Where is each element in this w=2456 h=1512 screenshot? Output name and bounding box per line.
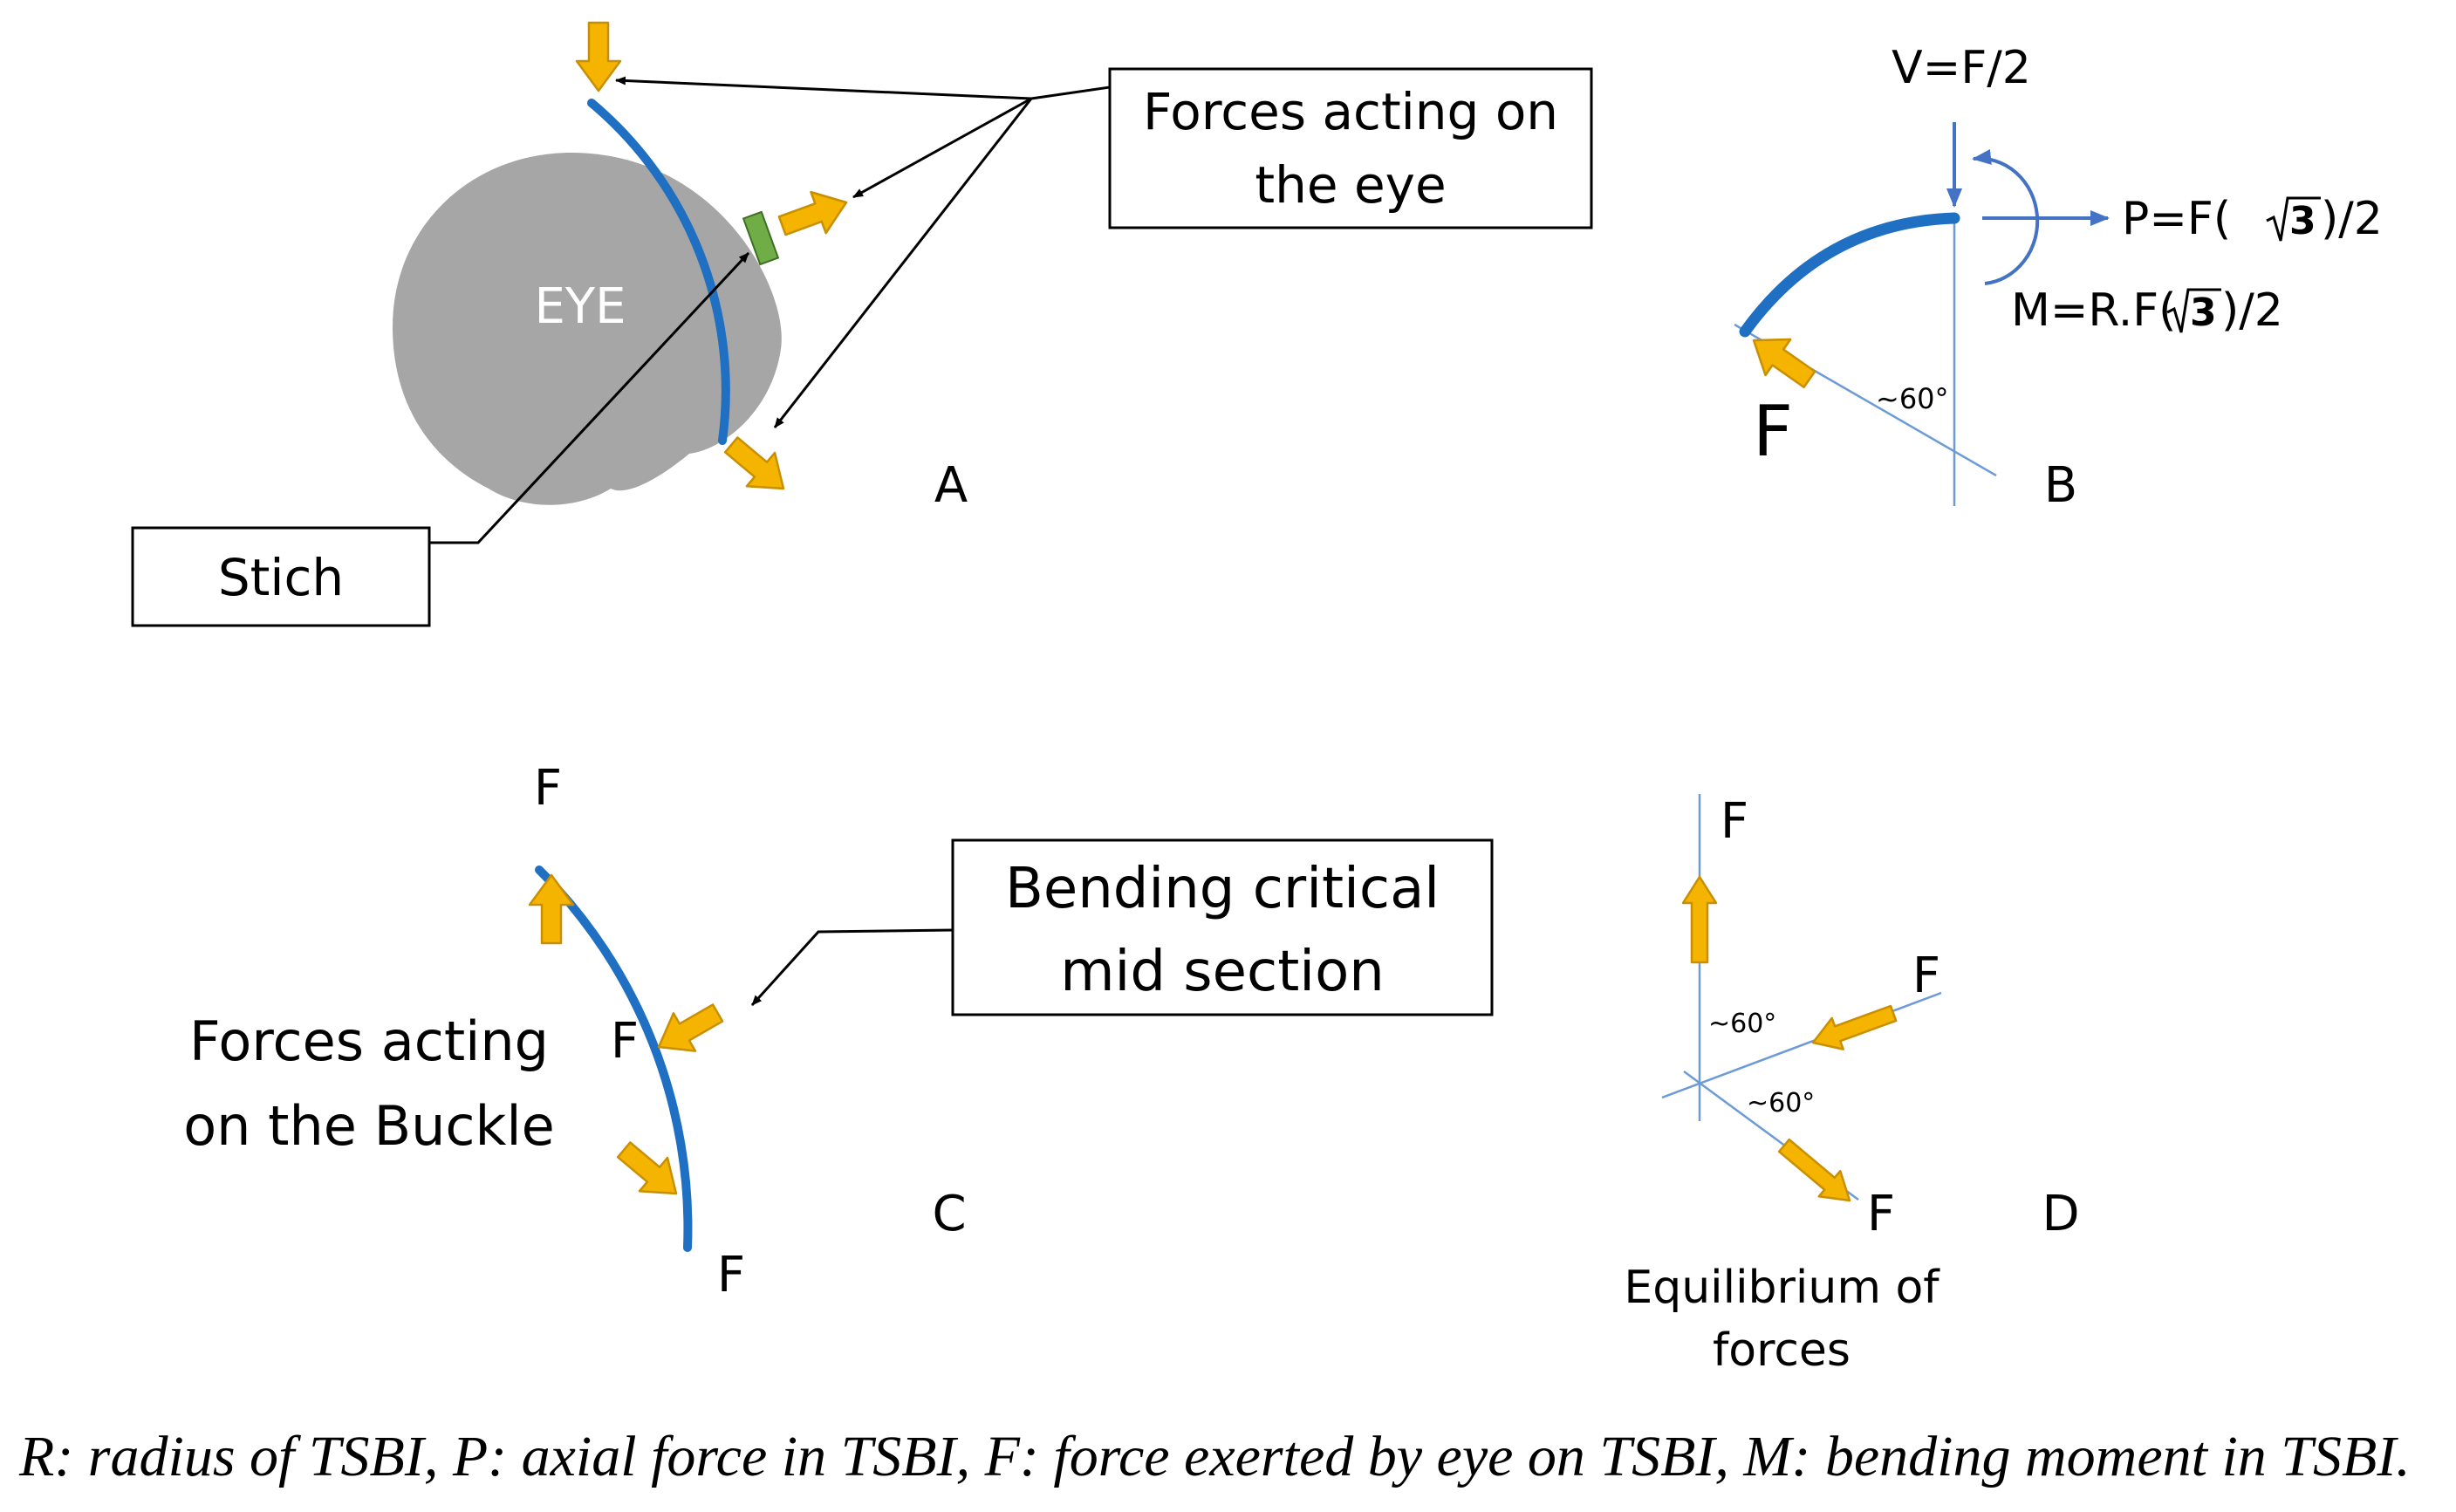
force-label-right-d: F — [1912, 948, 1940, 1004]
force-arrow-bottom-d — [1772, 1132, 1862, 1214]
panel-c: F F F Bending critical mid section Force… — [183, 760, 1494, 1303]
force-arrow-b — [1740, 321, 1823, 399]
callout-bending-box — [951, 838, 1494, 1016]
panel-d: F F F ~60° ~60° Equilibrium of forces D — [1624, 793, 2079, 1377]
forces-text-line2: on the Buckle — [183, 1094, 555, 1158]
guide-diagonal-up-d — [1661, 991, 1942, 1099]
p-label-post: )/2 — [2321, 193, 2383, 245]
force-label-top-c: F — [534, 760, 562, 817]
callout-forces-box — [1108, 67, 1593, 229]
leader-arrow-mid — [852, 97, 1032, 199]
stitch-leader — [429, 251, 750, 544]
panel-letter-b: B — [2044, 457, 2077, 514]
angle-label-b: ~60° — [1876, 382, 1949, 415]
eye-shape — [393, 153, 782, 505]
angle-label-2-d: ~60° — [1747, 1088, 1815, 1119]
figure-caption: R: radius of TSBI, P: axial force in TSB… — [19, 1425, 2411, 1488]
eye-label: EYE — [535, 278, 626, 335]
p-label: P=F( 3 )/2 — [2122, 193, 2383, 245]
panel-letter-a: A — [934, 457, 968, 514]
force-arrow-top-c — [528, 873, 575, 945]
p-sqrt-sign — [2266, 196, 2321, 242]
force-arrow-top-a — [575, 21, 622, 92]
force-arrow-right-d — [1806, 996, 1900, 1060]
force-label-bottom-d: F — [1867, 1186, 1895, 1242]
force-arrow-top-d — [1681, 875, 1718, 964]
p-label-pre: P=F( — [2122, 193, 2231, 245]
buckle-arc-b — [1739, 212, 1960, 338]
callout-stitch-label: Stich — [218, 548, 344, 607]
force-arrow-bottom-a — [715, 427, 799, 507]
callout-leader — [1030, 86, 1111, 100]
moment-arrow — [1972, 148, 2040, 285]
callout-stitch-box — [131, 526, 431, 627]
force-label-top-d: F — [1721, 793, 1748, 850]
stitch-marker — [742, 210, 780, 266]
forces-text-line1: Forces acting — [189, 1009, 549, 1073]
callout-forces-line2: the eye — [1255, 155, 1446, 215]
buckle-arc-c — [535, 865, 693, 1252]
equilibrium-caption-line1: Equilibrium of — [1624, 1262, 1940, 1314]
bending-leader — [750, 928, 954, 1007]
panel-a: EYE Forces acting on the eye Stich A — [131, 21, 1593, 627]
panel-letter-c: C — [932, 1186, 966, 1242]
force-arrow-mid-a — [773, 181, 855, 248]
p-sqrt-radicand: 3 — [2289, 199, 2316, 243]
callout-bending-line1: Bending critical — [1005, 857, 1440, 921]
callout-forces-line1: Forces acting on — [1143, 82, 1558, 141]
panel-b: V=F/2 P=F( 3 )/2 M=R.F( 3 )/2 ~60° F B — [1734, 42, 2383, 514]
callout-bending-line2: mid section — [1060, 940, 1385, 1004]
force-label-b: F — [1753, 391, 1793, 472]
buckle-arc-a — [587, 99, 730, 445]
angle-label-1-d: ~60° — [1708, 1009, 1776, 1039]
m-label-pre: M=R.F( — [2011, 284, 2176, 337]
leader-arrow-top — [615, 76, 1032, 100]
m-label-post: )/2 — [2221, 284, 2283, 337]
panel-letter-d: D — [2042, 1186, 2079, 1242]
v-label: V=F/2 — [1892, 42, 2031, 94]
m-sqrt-sign — [2166, 288, 2221, 333]
force-label-mid-c: F — [611, 1013, 639, 1070]
leader-arrow-bottom — [773, 98, 1033, 428]
equilibrium-caption-line2: forces — [1713, 1324, 1851, 1377]
m-label: M=R.F( 3 )/2 — [2011, 284, 2283, 337]
force-label-bottom-c: F — [717, 1247, 745, 1303]
m-sqrt-radicand: 3 — [2190, 291, 2217, 335]
